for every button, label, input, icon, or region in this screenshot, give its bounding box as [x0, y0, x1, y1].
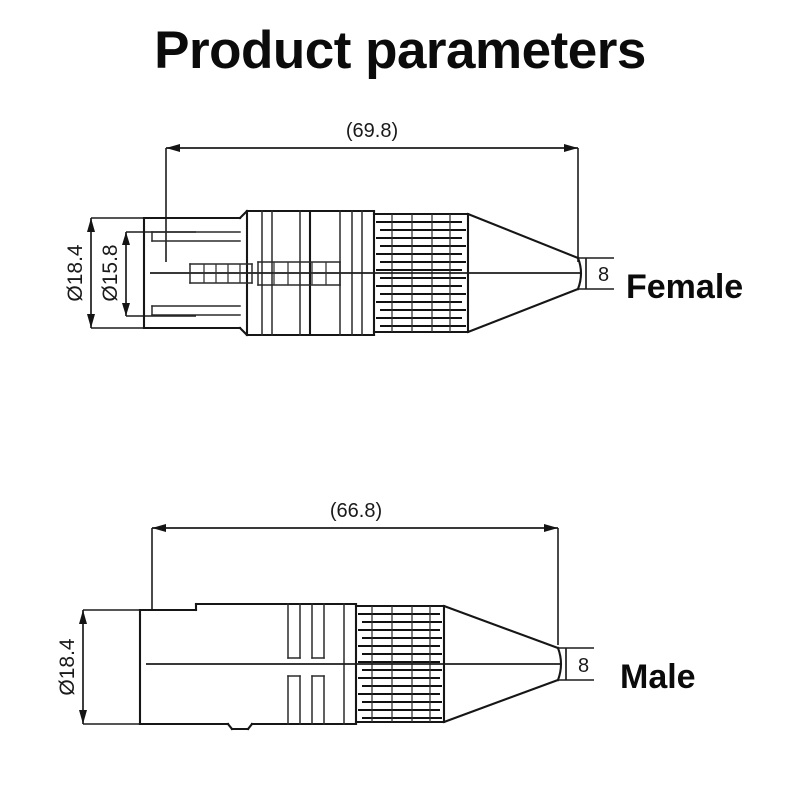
male-body-outline [138, 602, 358, 731]
female-tip-label: 8 [598, 264, 609, 286]
male-tip-label: 8 [578, 655, 589, 677]
male-taper-cone [442, 604, 563, 724]
male-length-dimension: (66.8) [151, 500, 559, 645]
arrowhead-right [564, 144, 578, 152]
arrowhead-left [152, 524, 166, 532]
female-tip-dimension: 8 [578, 257, 614, 290]
female-taper-cone [466, 212, 583, 334]
male-od-dimension: Ø18.4 [56, 609, 160, 725]
female-length-label: (69.8) [346, 120, 398, 142]
female-connector-view: (69.8) Ø18.4 Ø15.8 [64, 120, 743, 337]
female-od-label: Ø18.4 [64, 244, 87, 302]
male-od-label: Ø18.4 [56, 638, 79, 696]
arrowhead-left [166, 144, 180, 152]
female-id-dimension: Ø15.8 [99, 231, 196, 317]
male-connector-view: (66.8) Ø18.4 [56, 500, 696, 731]
male-length-label: (66.8) [330, 500, 382, 522]
arrowhead-right [544, 524, 558, 532]
female-id-label: Ø15.8 [99, 244, 122, 301]
page-title: Product parameters [154, 21, 646, 80]
female-pin-detail [189, 261, 341, 286]
male-tip-dimension: 8 [558, 647, 594, 681]
male-view-label: Male [620, 658, 696, 696]
female-length-dimension: (69.8) [165, 120, 579, 262]
female-view-label: Female [626, 268, 743, 306]
